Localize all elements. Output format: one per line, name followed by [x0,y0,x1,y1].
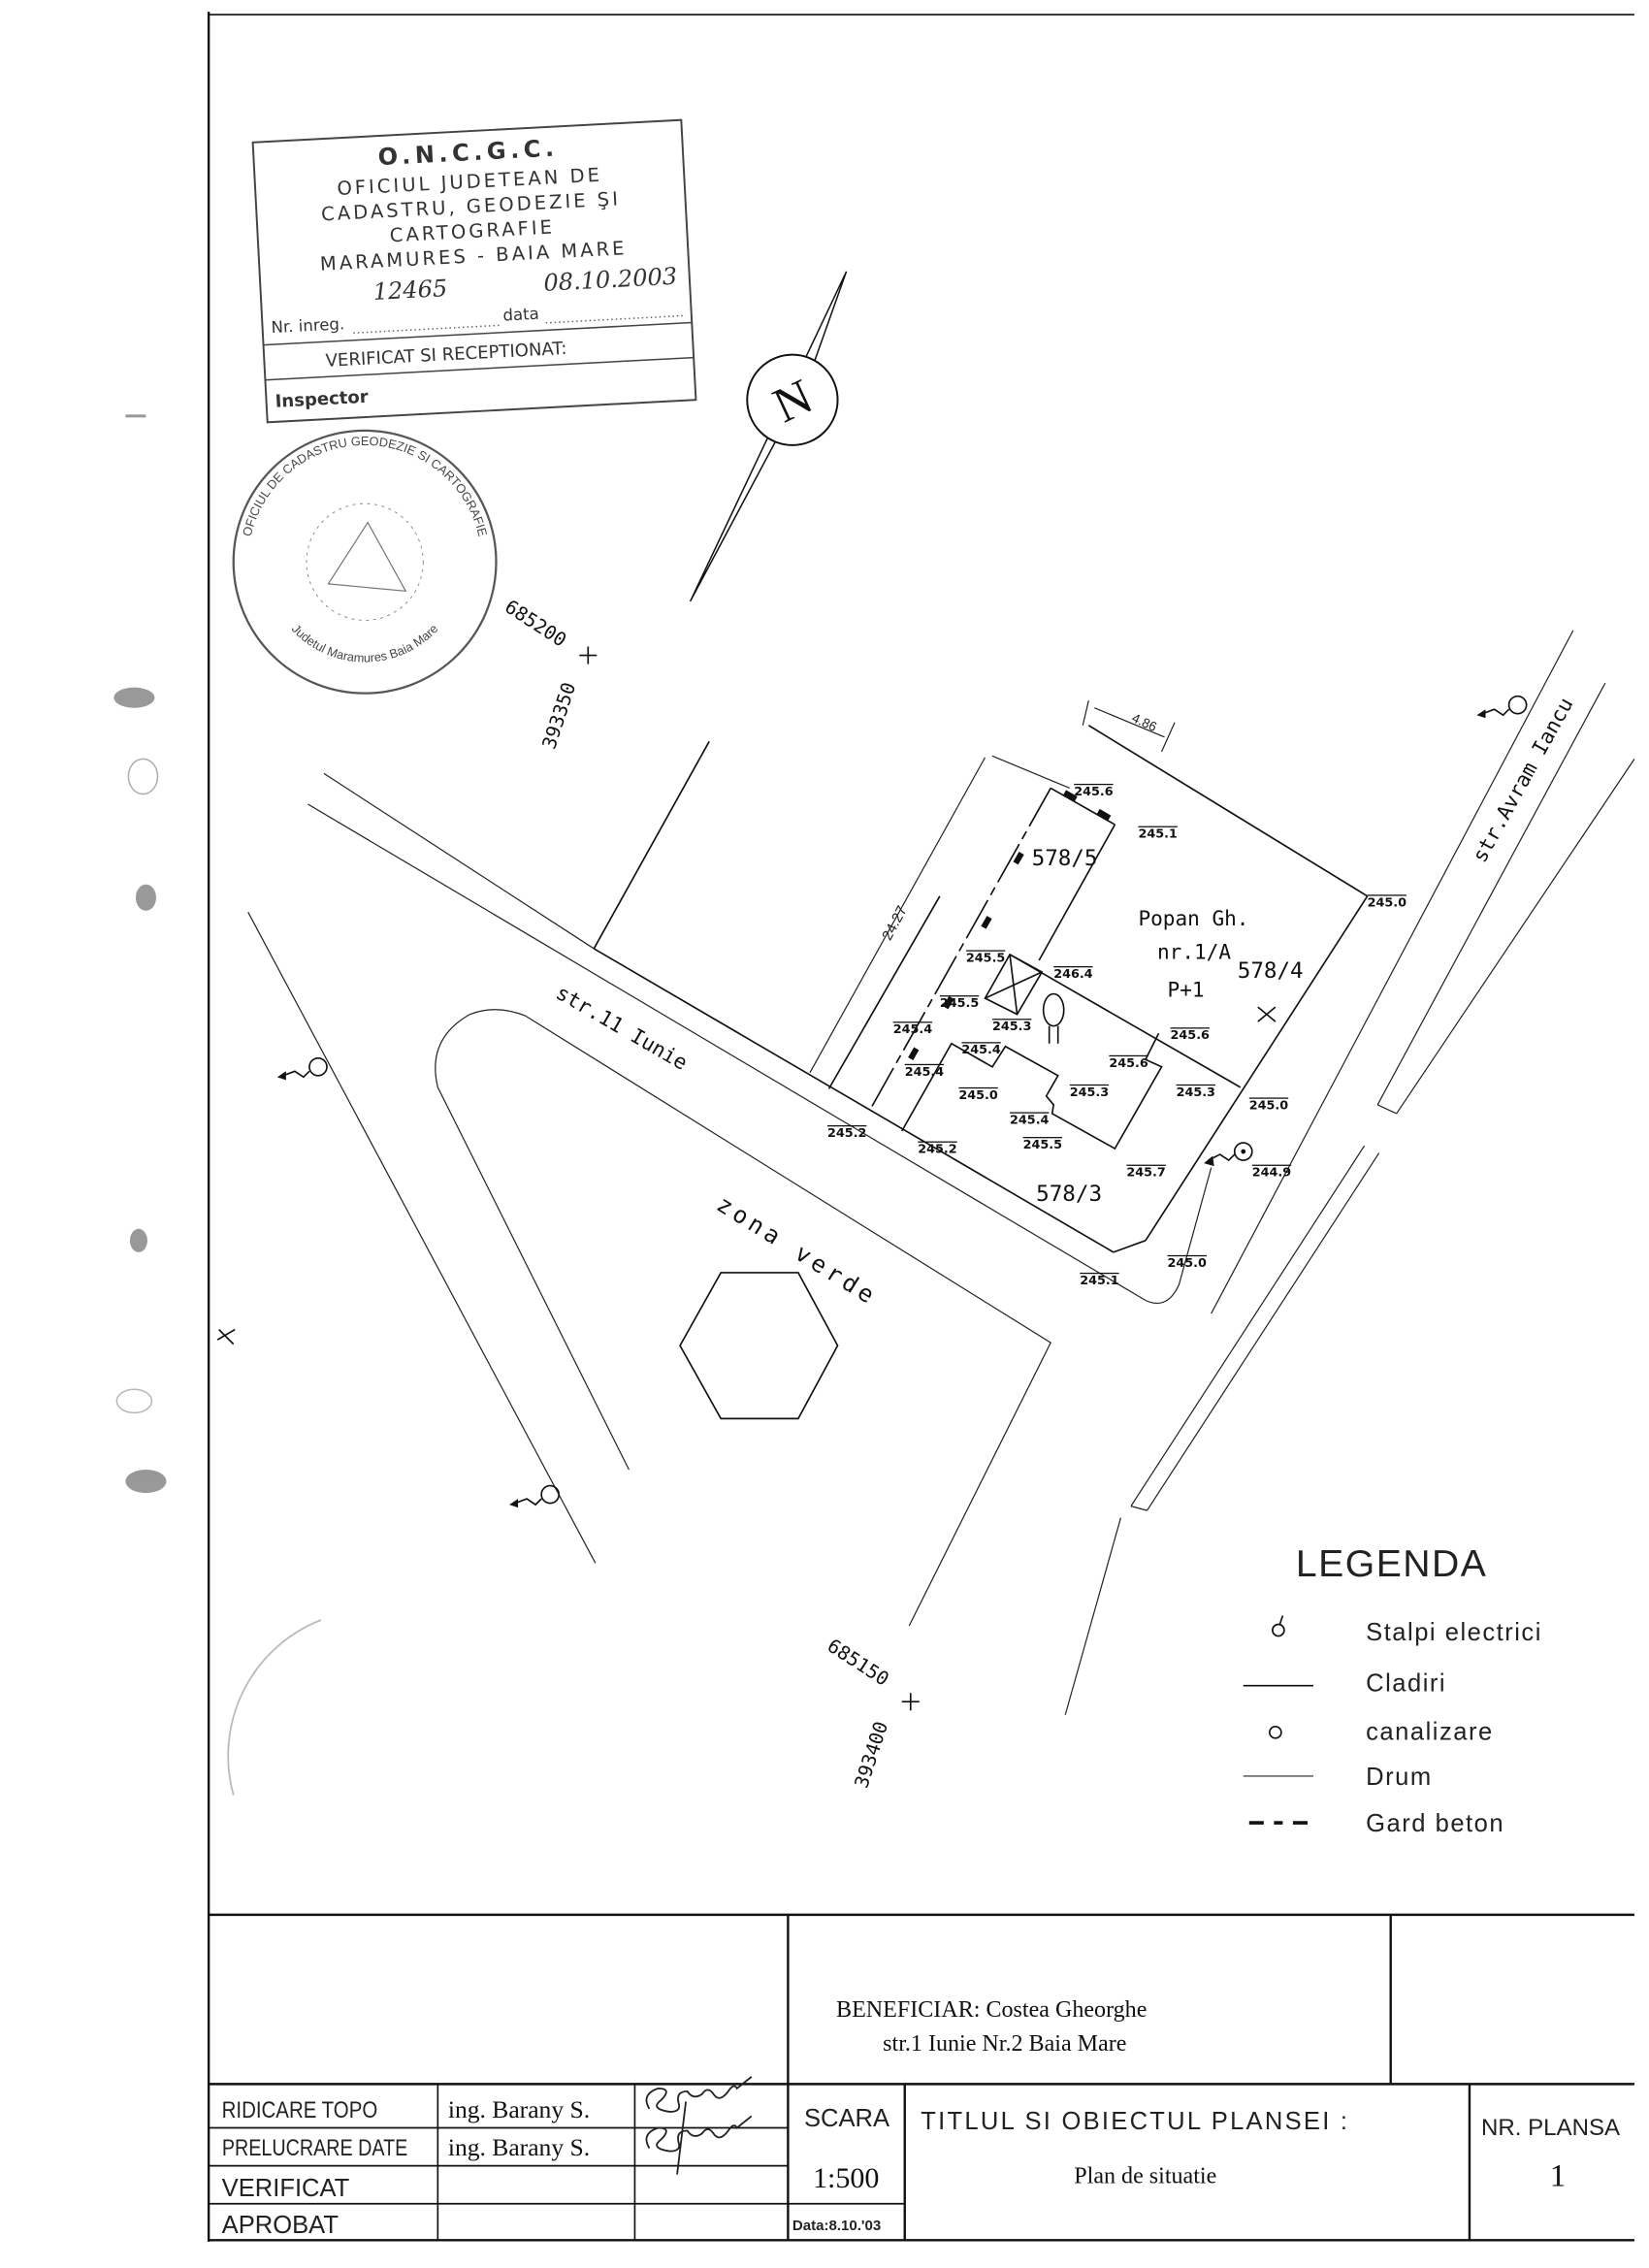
survey-cross [216,1328,236,1345]
elevation: 245.1 [1080,1274,1118,1288]
grid-coordinate-2: 685150 393400 [824,1635,920,1791]
parcel-578-5: 578/5 [1032,846,1098,871]
coordinate-y: 393350 [538,680,581,752]
drawing-title-label: TITLUL SI OBIECTUL PLANSEI : [921,2108,1349,2135]
elevation: 245.5 [966,951,1005,965]
parcel-labels: 578/5 Popan Gh. nr.1/A P+1 578/4 578/3 [1032,846,1304,1207]
elevation: 246.4 [1053,967,1092,982]
tree-icon [1042,992,1065,1044]
parcel-578-4: 578/4 [1238,958,1304,984]
elevation-labels: 245.6 245.1 245.0 245.5 246.4 245.5 245.… [827,785,1406,1288]
legend-item-label: Cladiri [1366,1670,1446,1698]
elevation: 245.3 [1177,1085,1215,1100]
row-name: ing. Barany S. [448,2095,590,2123]
legend: LEGENDA Stalpi electrici Cladiri canaliz… [1243,1543,1542,1837]
elevation: 245.2 [827,1126,866,1141]
scale-label: SCARA [804,2105,889,2132]
stamp-line1: O.N.C.G.C. [377,134,559,171]
signature-icon [645,2076,753,2175]
scan-marks [113,414,167,1494]
north-arrow: N [689,271,848,602]
dimension-width-label: 4.86 [1130,710,1159,734]
parcel-578-3: 578/3 [1036,1182,1102,1207]
electric-pole-icon [509,1484,561,1508]
elevation: 245.5 [1023,1138,1062,1152]
legend-title: LEGENDA [1296,1543,1487,1585]
concrete-fence-marks [908,790,1112,1060]
elevation: 245.4 [893,1022,932,1037]
elevation: 245.0 [1368,895,1406,910]
sheet-number: 1 [1550,2159,1567,2194]
stamp-nr-label: Nr. inreg. [271,314,344,337]
dimension-depth-label: 24.27 [879,903,911,943]
elevation: 245.2 [918,1143,956,1157]
round-seal: OFICIUL DE CADASTRU GEODEZIE SI CARTOGRA… [232,429,498,695]
stamp-data-value: 08.10.2003 [543,263,678,297]
seal-top-text: OFICIUL DE CADASTRU GEODEZIE SI CARTOGRA… [240,434,491,537]
coordinate-y: 393400 [851,1719,893,1791]
coordinate-x: 685200 [501,596,570,652]
legend-item-label: Drum [1366,1764,1433,1791]
scale-value: 1:500 [813,2161,880,2194]
elevation: 245.6 [1171,1028,1210,1043]
drawing-title: Plan de situatie [1074,2164,1216,2189]
legend-item-label: canalizare [1366,1718,1494,1745]
elevation: 245.1 [1138,827,1177,842]
owner-name: Popan Gh. [1138,906,1248,930]
roads [247,630,1635,1715]
elevation: 245.6 [1109,1056,1148,1071]
sewer-manhole-icon [1204,1142,1253,1167]
cadastre-stamp: O.N.C.G.C. OFICIUL JUDETEAN DE CADASTRU,… [251,118,697,424]
elevation: 245.5 [940,996,979,1011]
coordinate-x: 685150 [824,1635,893,1691]
sewer-circle-icon [1269,1725,1282,1739]
legend-item-label: Stalpi electrici [1366,1619,1542,1646]
street-avram-iancu: str.Avram Iancu [1468,694,1578,866]
beneficiary: BENEFICIAR: Costea Gheorghe [836,1997,1147,2023]
electric-pole-icon [1272,1615,1285,1637]
row-role: RIDICARE TOPO [222,2096,378,2122]
stamp-data-label: data [502,305,539,325]
title-block: BENEFICIAR: Costea Gheorghe str.1 Iunie … [209,1913,1634,2242]
seal-bottom-text: Judetul Maramures Baia Mare [289,621,440,664]
elevation: 245.3 [992,1020,1031,1034]
elevation: 245.0 [1168,1256,1207,1271]
elevation: 245.3 [1070,1085,1109,1100]
stamp-nr-value: 12465 [372,275,448,306]
elevation: 244.9 [1252,1166,1291,1181]
green-zone-label: zona verde [712,1190,883,1311]
electric-pole-icon [276,1056,328,1081]
lot-boundaries [593,725,1369,1253]
grid-coordinate-1: 685200 393350 [501,596,598,752]
elevation: 245.6 [1074,785,1113,799]
elevation: 245.0 [958,1088,997,1103]
dimension-width: 4.86 [1082,700,1176,753]
beneficiary-address: str.1 Iunie Nr.2 Baia Mare [883,2031,1126,2057]
elevation: 245.4 [961,1043,1000,1057]
elevation: 245.7 [1126,1166,1165,1181]
elevation: 245.4 [1010,1113,1049,1127]
row-role: VERIFICAT [222,2175,350,2202]
faint-stamp-ghost [227,1619,322,1796]
sheet-border [207,12,1634,2242]
row-role: APROBAT [222,2212,340,2239]
stamp-inspector: Inspector [275,387,369,412]
legend-item-label: Gard beton [1366,1810,1504,1837]
row-name: ing. Barany S. [448,2133,590,2161]
row-role: PRELUCRARE DATE [222,2134,407,2160]
sheet-number-label: NR. PLANSA [1481,2115,1620,2141]
electric-pole-icon [1476,695,1528,719]
drawing-date: Data:8.10.'03 [792,2218,881,2234]
survey-cross [1257,1006,1277,1022]
owner-floors: P+1 [1168,978,1205,1002]
elevation: 245.0 [1249,1098,1288,1113]
elevation: 245.4 [905,1065,944,1080]
owner-number: nr.1/A [1157,939,1231,963]
